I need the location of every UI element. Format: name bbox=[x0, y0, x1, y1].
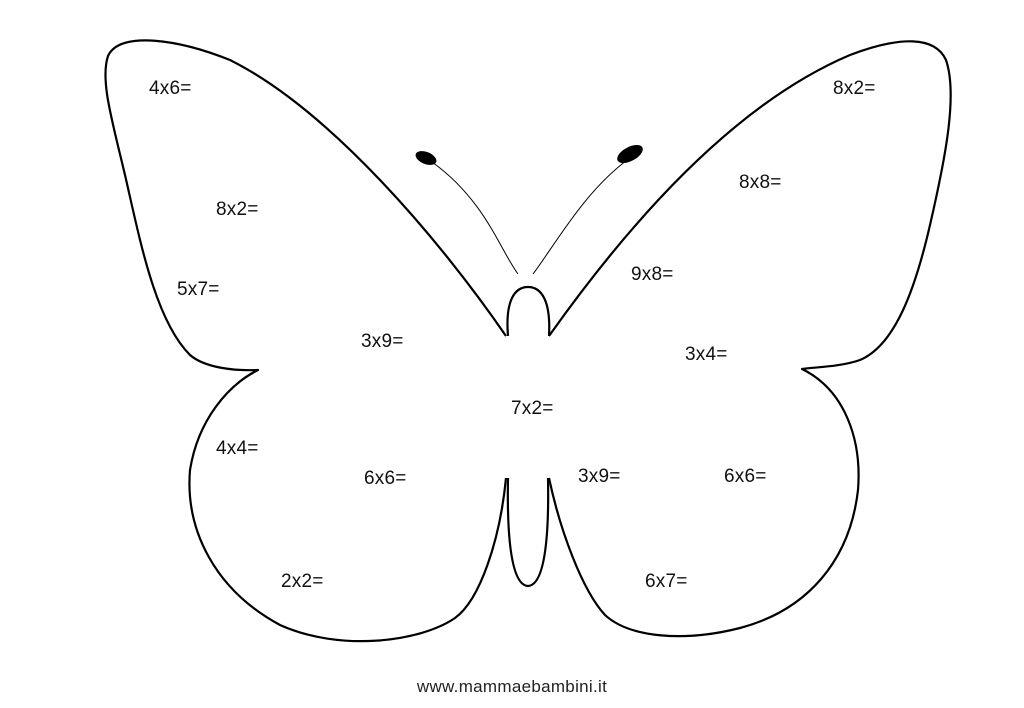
problem-text: 3x4= bbox=[685, 344, 728, 365]
problem-text: 5x7= bbox=[177, 279, 220, 300]
right-wing-outline bbox=[547, 40, 952, 638]
problem-text: 7x2= bbox=[511, 398, 554, 419]
left-antenna bbox=[431, 161, 519, 275]
problem-text: 3x9= bbox=[361, 331, 404, 352]
problem-text: 6x6= bbox=[724, 466, 767, 487]
right-antenna-tip bbox=[617, 144, 643, 164]
website-footer: www.mammaebambini.it bbox=[416, 677, 608, 696]
problem-text: 6x7= bbox=[645, 571, 688, 592]
problem-text: 9x8= bbox=[631, 264, 674, 285]
butterfly-abdomen bbox=[506, 477, 550, 588]
right-antenna bbox=[532, 157, 631, 275]
problem-text: 8x2= bbox=[833, 78, 876, 99]
problem-text: 6x6= bbox=[364, 468, 407, 489]
left-wing-outline bbox=[104, 39, 508, 643]
problem-text: 2x2= bbox=[281, 571, 324, 592]
problem-text: 8x2= bbox=[216, 199, 259, 220]
butterfly-head bbox=[506, 285, 551, 337]
problem-text: 8x8= bbox=[739, 172, 782, 193]
problem-text: 4x6= bbox=[149, 78, 192, 99]
problem-text: 4x4= bbox=[216, 438, 259, 459]
left-antenna-tip bbox=[415, 151, 437, 165]
problem-text: 3x9= bbox=[578, 466, 621, 487]
